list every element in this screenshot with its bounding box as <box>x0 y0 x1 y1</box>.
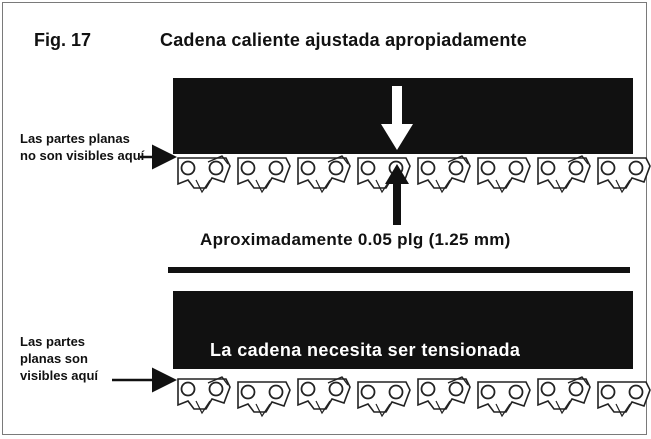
drive-link <box>195 179 211 194</box>
cutter-tooth <box>327 155 349 165</box>
rivet <box>388 384 404 400</box>
rivet <box>600 384 616 400</box>
rivet <box>508 384 524 400</box>
rivet <box>360 160 376 176</box>
rivet <box>208 381 224 397</box>
drive-link <box>375 403 391 418</box>
cutter-tooth <box>207 155 229 165</box>
separator-line <box>168 267 630 273</box>
chain-top <box>177 155 651 194</box>
cutter-tooth <box>447 155 469 165</box>
drive-link <box>495 179 511 194</box>
bar-caption: La cadena necesita ser tensionada <box>210 340 521 360</box>
drive-link <box>615 403 631 418</box>
figure-frame <box>2 2 647 435</box>
figure-label: Fig. 17 <box>34 30 92 50</box>
rivet <box>328 160 344 176</box>
drive-link <box>315 400 331 415</box>
rivet <box>480 384 496 400</box>
drive-link <box>255 403 271 418</box>
drive-link <box>555 179 571 194</box>
rivet <box>568 160 584 176</box>
rivet <box>508 160 524 176</box>
rivet <box>208 160 224 176</box>
figure-title: Cadena caliente ajustada apropiadamente <box>160 30 527 50</box>
rivet <box>300 381 316 397</box>
drive-link <box>315 179 331 194</box>
drive-link <box>195 400 211 415</box>
cutter-tooth <box>327 376 349 386</box>
cutter-tooth <box>207 376 229 386</box>
rivet <box>268 160 284 176</box>
chain-bottom <box>177 376 651 418</box>
drive-link <box>435 400 451 415</box>
white-arrow-down <box>381 86 413 150</box>
drive-link <box>495 403 511 418</box>
rivet <box>628 384 644 400</box>
rivet <box>448 381 464 397</box>
rivet <box>180 381 196 397</box>
black-arrow-up <box>385 164 409 225</box>
rivet <box>480 160 496 176</box>
rivet <box>420 160 436 176</box>
rivet <box>448 160 464 176</box>
rivet <box>600 160 616 176</box>
drive-link <box>435 179 451 194</box>
rivet <box>628 160 644 176</box>
cutter-tooth <box>447 376 469 386</box>
rivet <box>360 384 376 400</box>
drive-link <box>555 400 571 415</box>
rivet <box>180 160 196 176</box>
drive-link <box>615 179 631 194</box>
cutter-tooth <box>567 376 589 386</box>
guide-bar-top <box>173 78 633 154</box>
cutter-tooth <box>567 155 589 165</box>
side-note-top: Las partes planas no son visibles aquí <box>20 131 145 163</box>
side-note-bottom: Las partes planas son visibles aquí <box>20 334 99 383</box>
rivet <box>240 160 256 176</box>
rivet <box>540 160 556 176</box>
rivet <box>540 381 556 397</box>
guide-bar-bottom <box>173 291 633 369</box>
rivet <box>568 381 584 397</box>
rivet <box>328 381 344 397</box>
measurement-label: Aproximadamente 0.05 plg (1.25 mm) <box>200 230 511 249</box>
drive-link <box>255 179 271 194</box>
rivet <box>240 384 256 400</box>
rivet <box>300 160 316 176</box>
rivet <box>420 381 436 397</box>
rivet <box>268 384 284 400</box>
